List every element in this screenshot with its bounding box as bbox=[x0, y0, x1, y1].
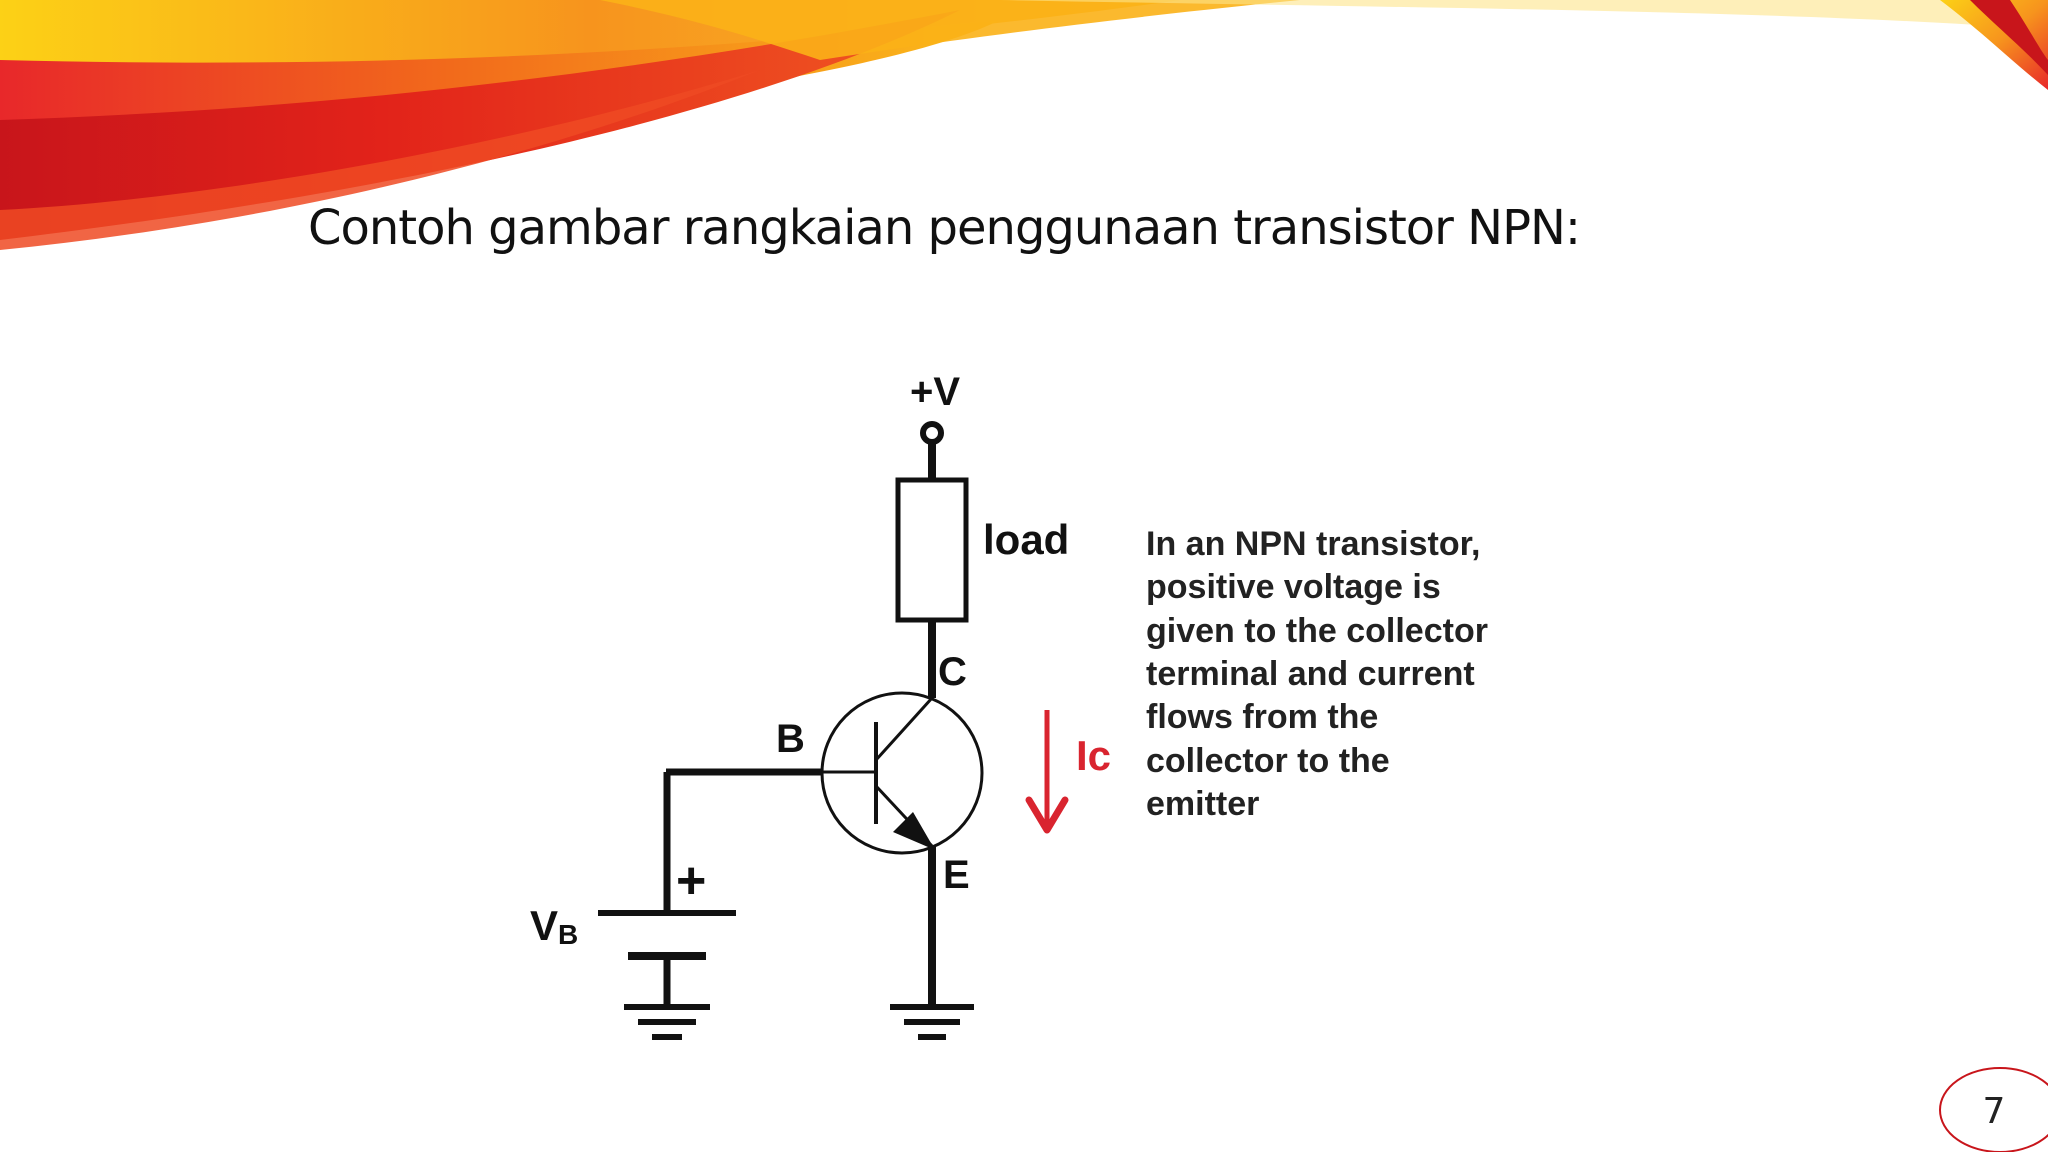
header-swoosh-left bbox=[0, 0, 2048, 250]
slide-title: Contoh gambar rangkaian penggunaan trans… bbox=[308, 200, 1581, 256]
transistor-collector-leg bbox=[874, 696, 934, 762]
description-line: flows from the bbox=[1146, 698, 1378, 736]
load-resistor bbox=[895, 477, 969, 623]
collector-label: C bbox=[938, 650, 967, 694]
emitter-label: E bbox=[943, 853, 970, 897]
description-line: positive voltage is bbox=[1146, 568, 1441, 606]
base-label: B bbox=[776, 717, 805, 761]
description-line: terminal and current bbox=[1146, 655, 1475, 693]
description-line: In an NPN transistor, bbox=[1146, 525, 1480, 563]
current-arrow-head bbox=[1025, 796, 1069, 834]
supply-terminal bbox=[920, 421, 944, 445]
battery-label: VB bbox=[530, 902, 578, 950]
description-line: emitter bbox=[1146, 785, 1259, 823]
current-label: Ic bbox=[1076, 732, 1111, 779]
description-line: collector to the bbox=[1146, 742, 1390, 780]
description-line: given to the collector bbox=[1146, 612, 1488, 650]
battery-plus-label: + bbox=[676, 852, 706, 910]
page-number: 7 bbox=[1982, 1090, 2006, 1132]
emitter-arrow bbox=[893, 812, 935, 850]
supply-label: +V bbox=[910, 370, 960, 414]
battery-ground-icon bbox=[624, 1004, 710, 1040]
page-number-badge bbox=[1939, 1067, 2048, 1152]
load-label: load bbox=[983, 516, 1069, 563]
description-text: In an NPN transistor, positive voltage i… bbox=[1146, 525, 1488, 823]
emitter-ground-icon bbox=[890, 1004, 974, 1040]
